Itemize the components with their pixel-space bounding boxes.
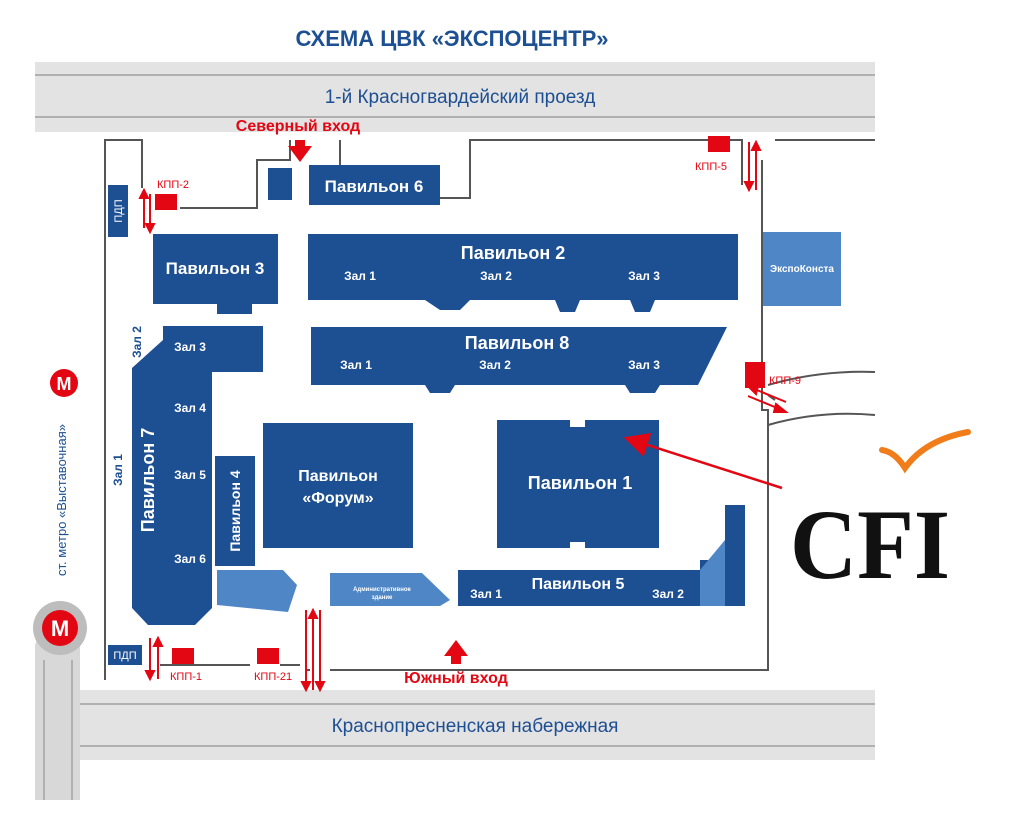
- pavilion-2-hall-1: Зал 1: [344, 269, 376, 283]
- kpp-5[interactable]: КПП-5: [695, 136, 730, 173]
- kpp-9-marker: [745, 362, 765, 388]
- pavilion-4-label: Павильон 4: [227, 470, 243, 551]
- north-road: [35, 62, 875, 132]
- pavilion-3-label: Павильон 3: [166, 259, 265, 278]
- pavilion-8-hall-3: Зал 3: [628, 358, 660, 372]
- metro-icon-top: М: [50, 369, 78, 397]
- south-entrance-label: Южный вход: [404, 670, 508, 687]
- pdp-top[interactable]: [108, 185, 128, 237]
- kpp-9-label: КПП-9: [769, 375, 801, 387]
- pavilion-5-label: Павильон 5: [532, 576, 625, 593]
- kpp-21-marker: [257, 648, 279, 664]
- south-road-label: Краснопресненская набережная: [332, 716, 619, 737]
- pavilion-7-hall-2: Зал 2: [130, 326, 144, 358]
- north-road-label: 1-й Красногвардейский проезд: [325, 87, 596, 108]
- pavilion-1[interactable]: [497, 420, 659, 548]
- pavilion-7-hall-3: Зал 3: [174, 340, 206, 354]
- kpp-2-arrows-icon: [138, 187, 156, 235]
- pavilion-8-hall-2: Зал 2: [479, 358, 511, 372]
- pavilion-5-hall-1: Зал 1: [470, 587, 502, 601]
- pavilion-8-hall-1: Зал 1: [340, 358, 372, 372]
- metro-station-label: ст. метро «Выставочная»: [54, 424, 69, 576]
- pavilion-5-hall-2: Зал 2: [652, 587, 684, 601]
- kpp-1-marker: [172, 648, 194, 664]
- kpp-2[interactable]: КПП-2: [155, 179, 189, 210]
- north-entrance-arrow-icon: [288, 140, 312, 162]
- pdp-bottom-label: ПДП: [113, 650, 136, 662]
- pavilion-6-label: Павильон 6: [325, 177, 424, 196]
- pavilion-8-label: Павильон 8: [465, 333, 569, 353]
- pavilion-forum-label-line1: Павильон: [298, 468, 378, 485]
- pavilion-6[interactable]: [309, 165, 440, 205]
- kpp-1-label: КПП-1: [170, 671, 202, 683]
- kpp-9-arrows-icon: [745, 385, 789, 413]
- map-title: СХЕМА ЦВК «ЭКСПОЦЕНТР»: [295, 26, 608, 51]
- kpp-5-marker: [708, 136, 730, 152]
- kpp-21-label: КПП-21: [254, 671, 292, 683]
- pavilion-2-label: Павильон 2: [461, 243, 565, 263]
- south-entrance-arrow-icon: [444, 640, 468, 664]
- pavilion-7-label: Павильон 7: [138, 428, 158, 532]
- pdp-bottom[interactable]: [108, 645, 142, 665]
- south-gate-arrows-icon: [300, 607, 326, 693]
- pavilion-expokonsta[interactable]: [763, 232, 841, 306]
- pavilion-forum[interactable]: [263, 423, 413, 548]
- kpp-2-label: КПП-2: [157, 179, 189, 191]
- pavilion-7-hall-5: Зал 5: [174, 468, 206, 482]
- pavilion-2[interactable]: [308, 234, 738, 312]
- pavilion-2-hall-2: Зал 2: [480, 269, 512, 283]
- pavilion-forum-label-line2: «Форум»: [302, 490, 373, 507]
- pdp-top-label: ПДП: [113, 199, 125, 222]
- pavilion-expokonsta-label: ЭкспоКонста: [770, 264, 834, 275]
- pavilion-7-hall-1: Зал 1: [111, 454, 125, 486]
- territory-fence: [104, 139, 875, 680]
- kpp-5-label: КПП-5: [695, 161, 727, 173]
- pavilion-7[interactable]: [132, 326, 263, 625]
- pavilion-3-connector: [217, 300, 252, 314]
- cfi-logo: CFI: [790, 429, 971, 600]
- pointer-arrow-icon: [623, 432, 783, 490]
- kpp-9[interactable]: КПП-9: [745, 362, 801, 388]
- kpp-2-marker: [155, 194, 177, 210]
- administrative-building-label-line1: Административное: [353, 587, 411, 593]
- pavilion-5[interactable]: [458, 505, 745, 606]
- pavilion-4[interactable]: [215, 456, 255, 566]
- administrative-building-label-line2: здание: [372, 595, 393, 601]
- pavilion-7-hall-6: Зал 6: [174, 552, 206, 566]
- pavilion-7-hall-4: Зал 4: [174, 401, 206, 415]
- cfi-logo-text: CFI: [790, 489, 950, 600]
- kpp-5-arrows-icon: [743, 139, 762, 193]
- administrative-building[interactable]: [330, 573, 450, 606]
- check-mark-icon: [879, 429, 971, 474]
- kpp-21[interactable]: КПП-21: [254, 648, 292, 683]
- light-block-west: [217, 570, 297, 612]
- north-entrance-label: Северный вход: [236, 118, 360, 135]
- pavilion-2-hall-3: Зал 3: [628, 269, 660, 283]
- metro-icon-bottom: М: [33, 601, 87, 655]
- kpp-1[interactable]: КПП-1: [170, 648, 202, 683]
- pavilion-8[interactable]: [311, 327, 727, 393]
- kpp-1-arrows-icon: [144, 635, 164, 682]
- pavilion-1-label: Павильон 1: [528, 473, 632, 493]
- metro-road: [35, 620, 80, 800]
- pavilion-6-annex: [268, 168, 292, 200]
- south-road: [35, 690, 875, 760]
- metro-icon-bottom-symbol: М: [51, 616, 69, 641]
- pavilion-5-ramp: [700, 540, 725, 606]
- metro-icon-top-symbol: М: [57, 374, 72, 394]
- pavilion-3[interactable]: [153, 234, 278, 304]
